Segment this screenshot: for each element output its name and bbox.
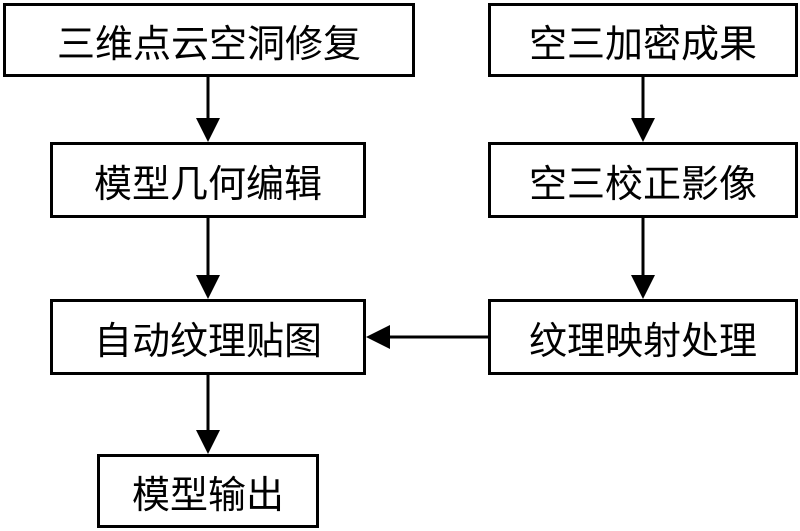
node-point-cloud-hole-repair: 三维点云空洞修复 xyxy=(3,3,415,77)
arrowhead-encryption-to-corrected xyxy=(631,118,655,142)
node-aerotriangulation-corrected-image: 空三校正影像 xyxy=(488,142,798,218)
arrowhead-repair-to-editing xyxy=(196,118,220,142)
node-label: 模型几何编辑 xyxy=(93,161,322,206)
node-label: 空三加密成果 xyxy=(528,21,757,66)
node-model-geometry-editing: 模型几何编辑 xyxy=(50,142,366,218)
node-label: 自动纹理贴图 xyxy=(93,318,322,363)
node-texture-mapping-processing: 纹理映射处理 xyxy=(488,299,798,375)
node-label: 纹理映射处理 xyxy=(528,318,757,363)
node-label: 空三校正影像 xyxy=(528,161,757,206)
node-model-output: 模型输出 xyxy=(97,454,319,528)
arrowhead-corrected-to-mapping xyxy=(631,275,655,299)
arrowhead-editing-to-texture xyxy=(196,275,220,299)
node-aerotriangulation-encryption-result: 空三加密成果 xyxy=(488,3,798,77)
arrowhead-mapping-to-texture xyxy=(366,325,390,349)
arrowhead-texture-to-output xyxy=(196,430,220,454)
node-label: 模型输出 xyxy=(131,472,284,517)
node-label: 三维点云空洞修复 xyxy=(56,21,361,66)
node-automatic-texture-mapping: 自动纹理贴图 xyxy=(50,299,366,375)
